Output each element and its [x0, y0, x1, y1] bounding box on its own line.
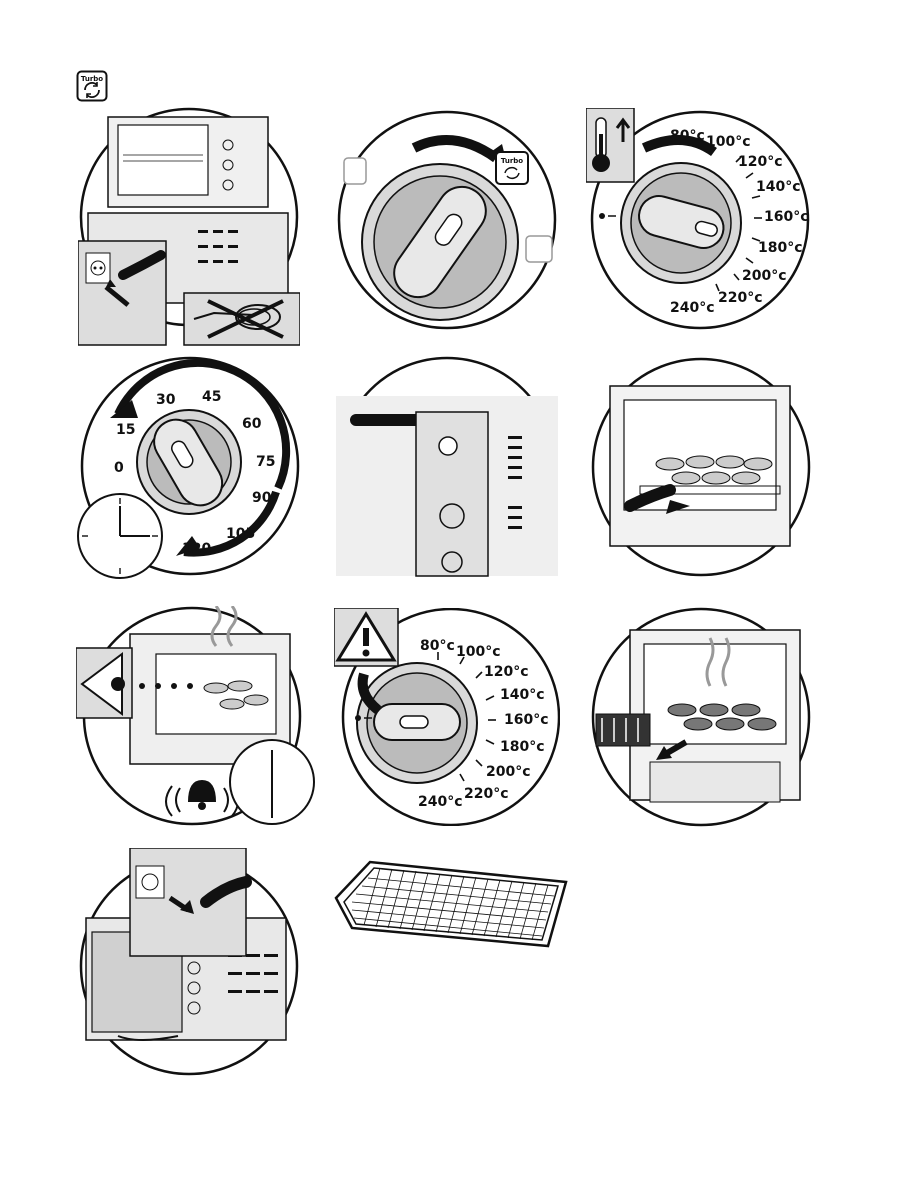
- temp-top-label-160: 160°c: [764, 209, 809, 225]
- temp-top-label-180: 180°c: [758, 240, 803, 256]
- temp-top-label-240: 240°c: [670, 300, 715, 316]
- temp-bottom-label-100: 100°c: [456, 644, 501, 660]
- timer-label-90: 90: [252, 490, 272, 506]
- temp-bottom-label-240: 240°c: [418, 794, 463, 810]
- temp-top-label-200: 200°c: [742, 268, 787, 284]
- panel-oven-plug: [78, 107, 300, 346]
- timer-label-15: 15: [116, 422, 135, 438]
- temp-top-label-120: 120°c: [738, 154, 783, 170]
- temp-bottom-label-180: 180°c: [500, 739, 545, 755]
- wire-basket: [334, 860, 568, 948]
- panel-unplug: [79, 848, 299, 1076]
- panel-temperature-dial-top: 80°c 100°c 120°c 140°c 160°c 180°c 200°c…: [586, 108, 810, 330]
- panel-oven-controls: [336, 356, 558, 577]
- timer-label-75: 75: [256, 454, 275, 470]
- panel-timer-dial: 0 15 30 45 60 75 90 105 120: [77, 356, 300, 579]
- panel-remove-tray: [591, 607, 811, 827]
- temp-bottom-label-80: 80°c: [420, 638, 455, 654]
- temp-top-label-140: 140°c: [756, 179, 801, 195]
- timer-label-105: 105: [226, 526, 255, 542]
- timer-label-45: 45: [202, 389, 221, 405]
- timer-label-30: 30: [156, 392, 176, 408]
- panel-temperature-dial-bottom: 80°c 100°c 120°c 140°c 160°c 180°c 200°c…: [334, 608, 560, 826]
- turbo-dial-label: Turbo: [501, 157, 523, 165]
- temp-top-label-100: 100°c: [706, 134, 751, 150]
- temp-top-label-80: 80°c: [670, 128, 705, 144]
- panel-insert-tray: [591, 357, 811, 577]
- timer-label-60: 60: [242, 416, 262, 432]
- temp-bottom-label-220: 220°c: [464, 786, 509, 802]
- temp-bottom-label-200: 200°c: [486, 764, 531, 780]
- timer-label-120: 120: [182, 541, 211, 557]
- temp-bottom-label-120: 120°c: [484, 664, 529, 680]
- temp-bottom-label-160: 160°c: [504, 712, 549, 728]
- timer-label-0: 0: [114, 460, 124, 476]
- panel-turbo-dial: Turbo: [337, 110, 557, 330]
- turbo-mode-icon: Turbo: [76, 70, 108, 102]
- temp-bottom-label-140: 140°c: [500, 687, 545, 703]
- turbo-icon-label: Turbo: [81, 75, 103, 83]
- panel-watch-bell: [76, 606, 315, 826]
- temp-top-label-220: 220°c: [718, 290, 763, 306]
